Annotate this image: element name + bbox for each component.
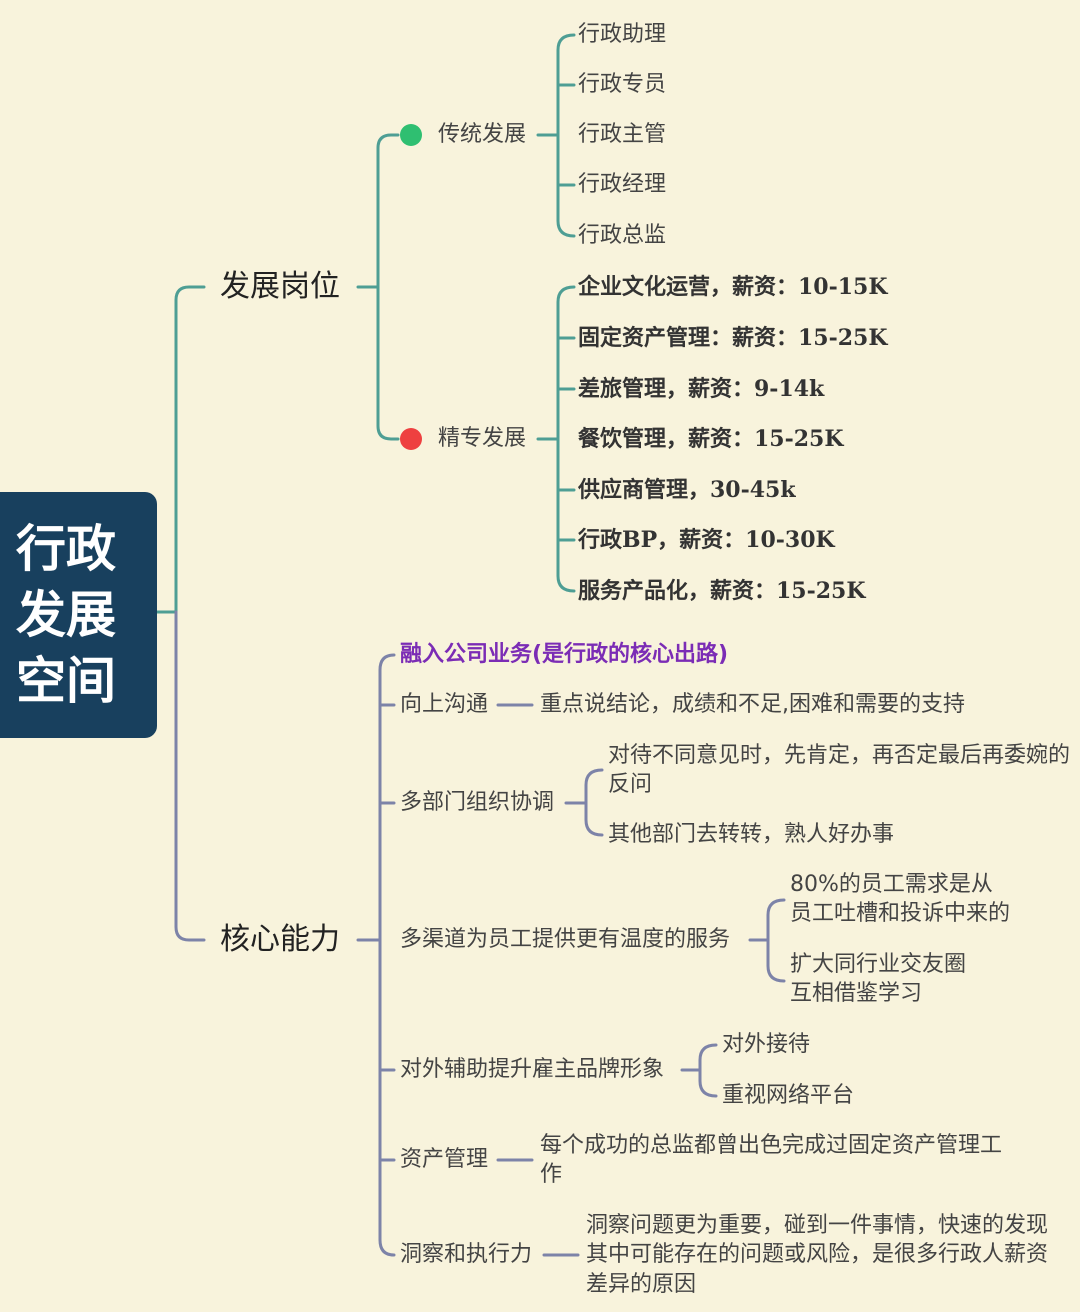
leaf-specialized-3[interactable]: 差旅管理，薪资：9-14k	[578, 376, 825, 402]
red-dot-icon	[400, 428, 422, 450]
leaf-service-1-line1[interactable]: 80%的员工需求是从	[790, 872, 993, 897]
leaf-asset-line1[interactable]: 每个成功的总监都曾出色完成过固定资产管理工	[540, 1133, 1003, 1158]
multi-dept-bracket	[584, 768, 604, 837]
leaf-brand-1[interactable]: 对外接待	[722, 1032, 811, 1057]
branch-positions[interactable]: 发展岗位	[220, 269, 340, 304]
node-highlight-business[interactable]: 融入公司业务(是行政的核心出路)	[400, 642, 729, 667]
node-service[interactable]: 多渠道为员工提供更有温度的服务	[400, 927, 731, 952]
leaf-brand-2[interactable]: 重视网络平台	[722, 1083, 855, 1108]
leaf-specialized-1[interactable]: 企业文化运营，薪资：10-15K	[578, 274, 888, 300]
leaf-insight-line2[interactable]: 其中可能存在的问题或风险，是很多行政人薪资	[586, 1242, 1049, 1267]
leaf-specialized-2[interactable]: 固定资产管理：薪资：15-25K	[578, 325, 888, 351]
leaf-specialized-6[interactable]: 行政BP，薪资：10-30K	[578, 527, 835, 553]
leaf-multi-dept-2[interactable]: 其他部门去转转，熟人好办事	[608, 822, 895, 847]
leaf-asset-line2[interactable]: 作	[540, 1162, 563, 1187]
positions-to-traditional	[376, 133, 400, 289]
leaf-service-1-line2[interactable]: 员工吐槽和投诉中来的	[790, 901, 1011, 926]
leaf-insight-line3[interactable]: 差异的原因	[586, 1272, 697, 1297]
leaf-specialized-4[interactable]: 餐饮管理，薪资：15-25K	[578, 426, 844, 452]
traditional-bracket	[556, 33, 576, 238]
specialized-bracket	[556, 285, 576, 593]
node-multi-dept[interactable]: 多部门组织协调	[400, 790, 555, 815]
node-specialized[interactable]: 精专发展	[438, 426, 527, 451]
node-asset[interactable]: 资产管理	[400, 1147, 489, 1172]
abilities-bracket	[378, 653, 396, 1257]
leaf-upward-detail[interactable]: 重点说结论，成绩和不足,困难和需要的支持	[540, 692, 965, 717]
leaf-traditional-1[interactable]: 行政助理	[578, 22, 667, 47]
green-dot-icon	[400, 124, 422, 146]
branch-abilities[interactable]: 核心能力	[220, 922, 340, 957]
node-traditional[interactable]: 传统发展	[438, 122, 527, 147]
leaf-service-2-line2[interactable]: 互相借鉴学习	[790, 981, 923, 1006]
leaf-traditional-2[interactable]: 行政专员	[578, 72, 667, 97]
root-title-line1: 行政	[16, 520, 116, 578]
leaf-service-2-line1[interactable]: 扩大同行业交友圈	[790, 952, 967, 977]
service-bracket	[766, 898, 786, 983]
leaf-insight-line1[interactable]: 洞察问题更为重要，碰到一件事情，快速的发现	[586, 1213, 1049, 1238]
node-insight[interactable]: 洞察和执行力	[400, 1242, 533, 1267]
root-title-line2: 发展	[16, 586, 116, 644]
root-title-line3: 空间	[16, 652, 116, 710]
leaf-traditional-5[interactable]: 行政总监	[578, 223, 667, 248]
leaf-traditional-3[interactable]: 行政主管	[578, 122, 667, 147]
branch-positions-connector	[174, 285, 206, 614]
node-brand[interactable]: 对外辅助提升雇主品牌形象	[400, 1057, 665, 1082]
leaf-multi-dept-1-line2[interactable]: 反问	[608, 772, 653, 797]
leaf-specialized-5[interactable]: 供应商管理，30-45k	[578, 477, 796, 503]
leaf-specialized-7[interactable]: 服务产品化，薪资：15-25K	[578, 578, 866, 604]
brand-bracket	[698, 1043, 718, 1098]
node-upward[interactable]: 向上沟通	[400, 692, 489, 717]
branch-abilities-connector	[174, 610, 206, 942]
leaf-multi-dept-1-line1[interactable]: 对待不同意见时，先肯定，再否定最后再委婉的	[608, 743, 1071, 768]
leaf-traditional-4[interactable]: 行政经理	[578, 172, 667, 197]
positions-to-specialized	[376, 285, 400, 441]
root-node[interactable]: 行政 发展 空间	[0, 492, 157, 738]
